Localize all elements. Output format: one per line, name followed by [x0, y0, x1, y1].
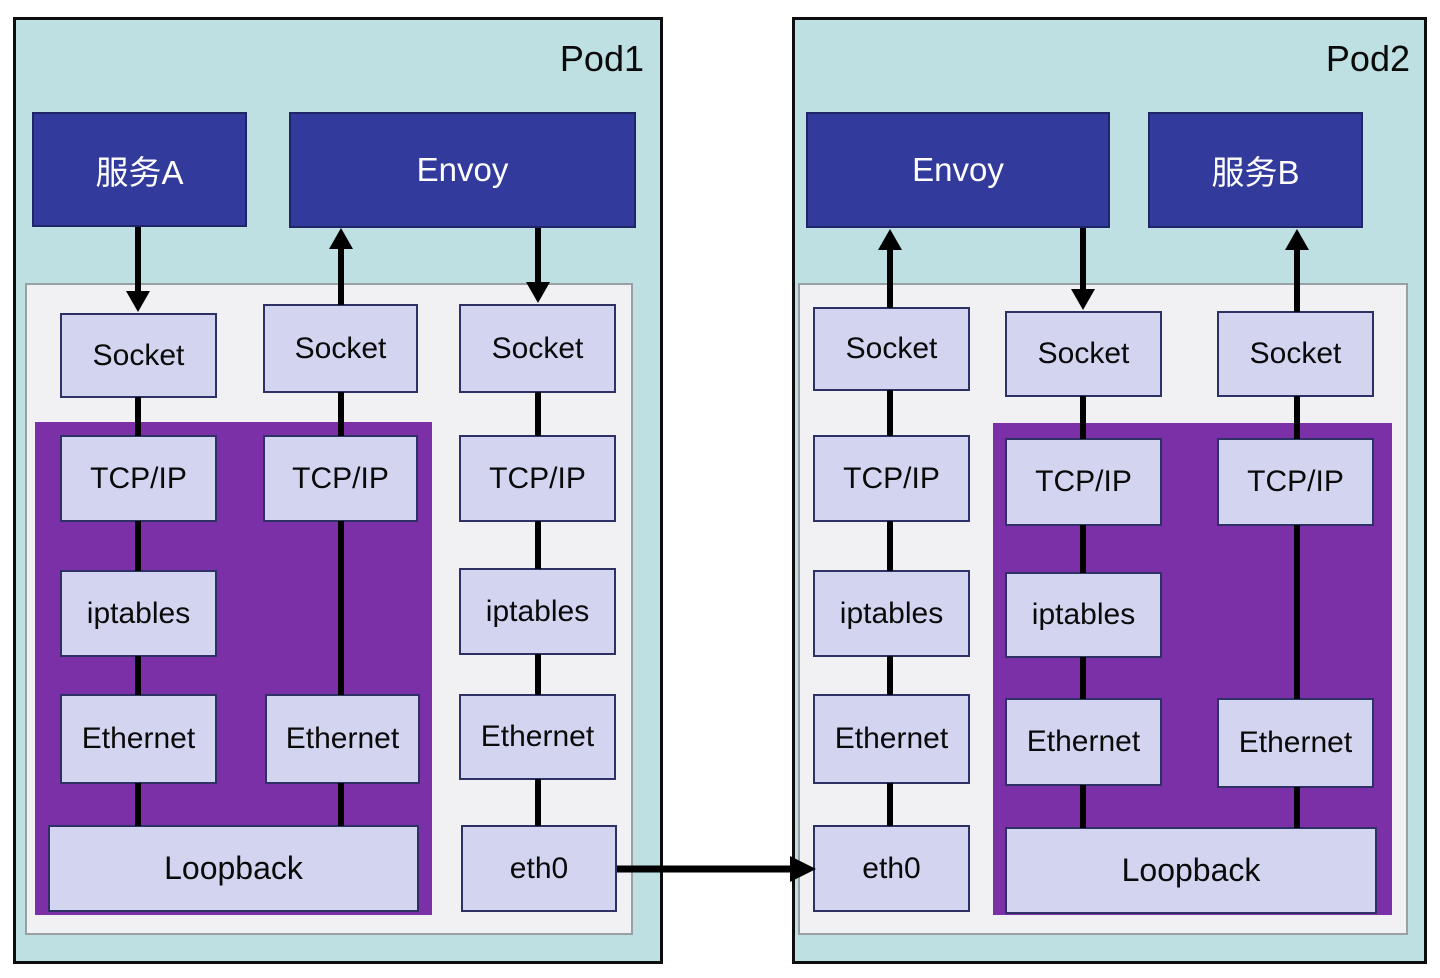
pod1-col3-iptables: iptables — [459, 568, 616, 655]
pod1-col1-ethernet: Ethernet — [60, 694, 217, 784]
pod1-col2-ethernet: Ethernet — [265, 694, 420, 784]
pod2-col3-ethernet: Ethernet — [1217, 698, 1374, 788]
pod2-label: Pod2 — [1325, 38, 1410, 79]
pod1-eth0: eth0 — [461, 825, 617, 912]
pod2-col1-ethernet: Ethernet — [813, 694, 970, 784]
pod1-loopback: Loopback — [48, 825, 419, 912]
pod2-col1-iptables: iptables — [813, 570, 970, 657]
pod1-col1-socket: Socket — [60, 313, 217, 398]
pod2-col3-socket: Socket — [1217, 311, 1374, 397]
pod1-label: Pod1 — [559, 38, 644, 79]
pod2-col2-socket: Socket — [1005, 311, 1162, 397]
pod2-col2-tcpip: TCP/IP — [1005, 438, 1162, 526]
pod2-col2-ethernet: Ethernet — [1005, 698, 1162, 786]
pod2-eth0: eth0 — [813, 825, 970, 912]
pod2-service-b-box: 服务B — [1148, 112, 1363, 228]
pod2-col2-iptables: iptables — [1005, 572, 1162, 658]
pod1-col1-tcpip: TCP/IP — [60, 435, 217, 522]
pod2-envoy-box: Envoy — [806, 112, 1110, 228]
pod1-col2-tcpip: TCP/IP — [263, 435, 418, 522]
pod1-service-a-box: 服务A — [32, 112, 247, 227]
pod1-col3-socket: Socket — [459, 304, 616, 393]
pod2-col1-socket: Socket — [813, 307, 970, 391]
pod1-envoy-box: Envoy — [289, 112, 636, 228]
pod2-loopback: Loopback — [1005, 827, 1377, 914]
pod1-col3-ethernet: Ethernet — [459, 694, 616, 780]
pod1-col1-iptables: iptables — [60, 570, 217, 657]
pod2-col1-tcpip: TCP/IP — [813, 435, 970, 522]
pod2-col3-tcpip: TCP/IP — [1217, 438, 1374, 526]
pod1-col3-tcpip: TCP/IP — [459, 435, 616, 522]
pod1-col2-socket: Socket — [263, 304, 418, 393]
